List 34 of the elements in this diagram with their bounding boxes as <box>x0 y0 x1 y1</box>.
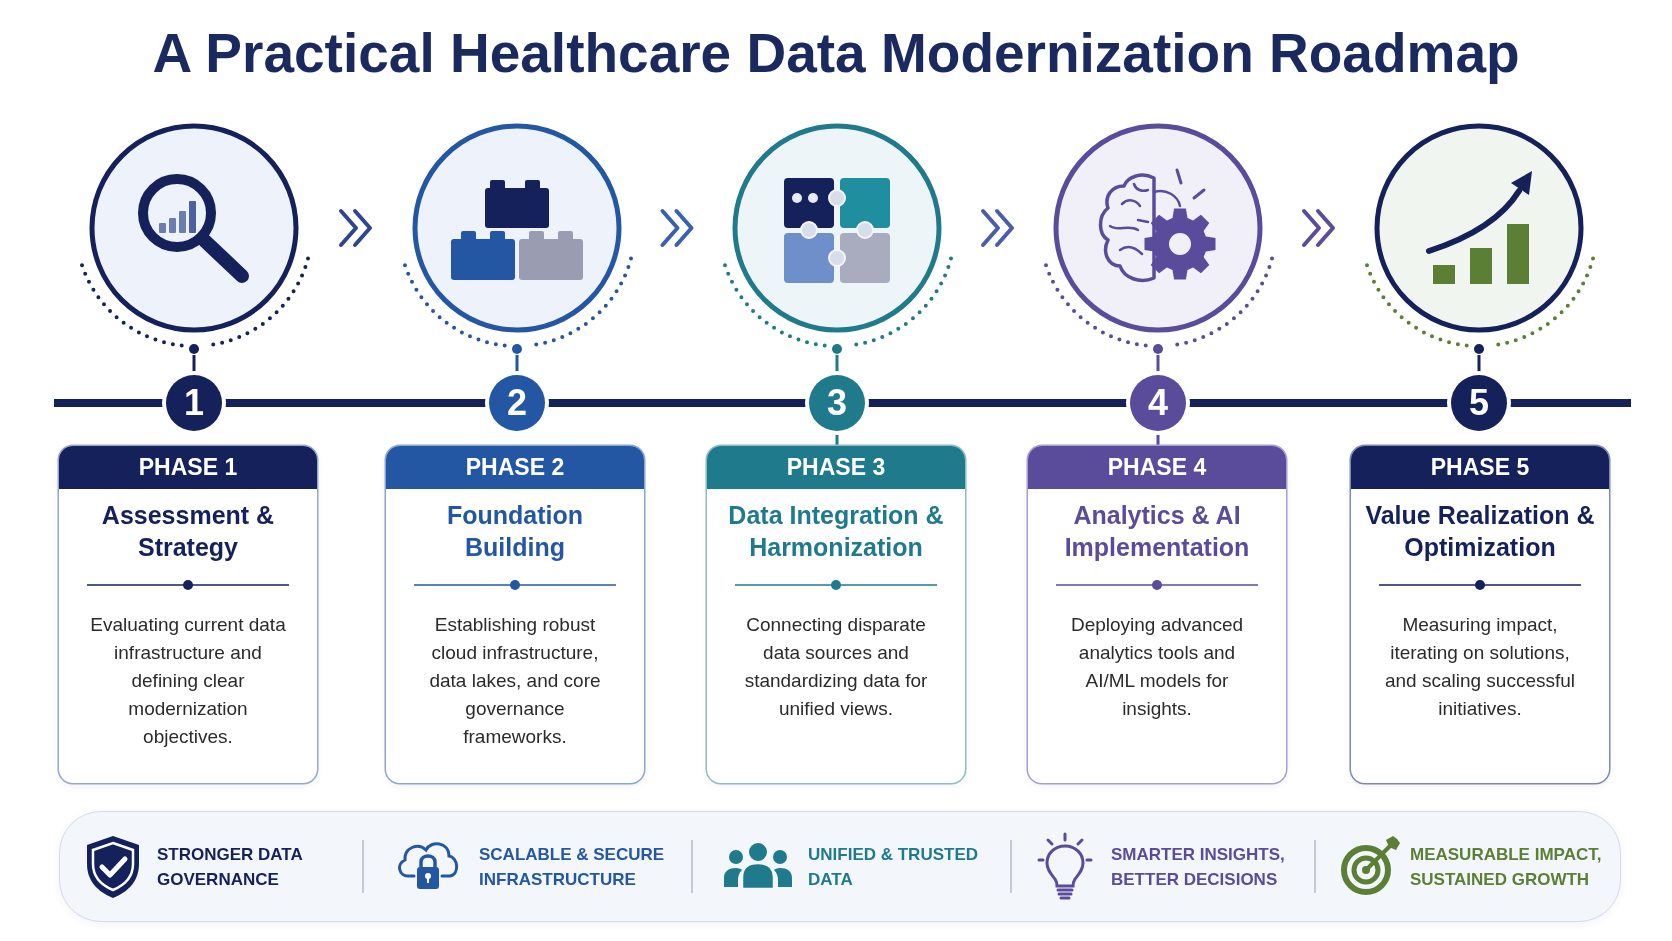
step-number-marker: 3 <box>809 375 865 431</box>
chevron-arrow <box>339 209 372 247</box>
step-number-marker: 5 <box>1451 375 1507 431</box>
phase-header: PHASE 3 <box>707 446 965 489</box>
phase-description: Deploying advanced analytics tools and AI/ML models for insights. <box>1069 613 1245 721</box>
phase-description: Establishing robust cloud infrastructure, data lakes, and core governance frameworks. <box>428 613 602 749</box>
benefit-text: MEASURABLE IMPACT, SUSTAINED GROWTH <box>1410 844 1603 891</box>
phase-header: PHASE 4 <box>1028 446 1286 489</box>
chevron-arrow <box>981 209 1014 247</box>
step-number-marker: 4 <box>1130 375 1186 431</box>
benefit-text: SCALABLE & SECURE INFRASTRUCTURE <box>479 844 666 891</box>
phase-title: Data Integration & Harmonization <box>727 500 945 563</box>
phase-title: Analytics & AI Implementation <box>1063 500 1251 563</box>
benefit-text: SMARTER INSIGHTS, BETTER DECISIONS <box>1111 844 1286 891</box>
phase-card <box>1351 446 1609 783</box>
phase-title: Assessment & Strategy <box>100 500 276 563</box>
benefit-text: UNIFIED & TRUSTED DATA <box>808 844 979 891</box>
phase-title: Foundation Building <box>445 500 585 563</box>
benefit-text: STRONGER DATA GOVERNANCE <box>157 844 304 891</box>
phase-header: PHASE 2 <box>386 446 644 489</box>
phase-card <box>1028 446 1286 783</box>
chevron-arrow <box>660 209 694 247</box>
phase-description: Connecting disparate data sources and standardizing data for unified views. <box>743 613 929 721</box>
phase-card <box>707 446 965 783</box>
step-number-marker: 1 <box>166 375 222 431</box>
phase-card <box>386 446 644 783</box>
phase-title: Value Realization & Optimization <box>1364 500 1596 563</box>
chevron-arrow <box>1302 209 1335 247</box>
phase-header: PHASE 1 <box>59 446 317 489</box>
phase-card <box>59 446 317 783</box>
title: A Practical Healthcare Data Modernization Roadmap <box>152 22 1520 84</box>
phase-description: Measuring impact, iterating on solutions, and scaling successful initiatives. <box>1383 613 1577 721</box>
phase-description: Evaluating current data infrastructure and defining clear modernization objectives. <box>89 613 287 749</box>
phase-header: PHASE 5 <box>1351 446 1609 489</box>
